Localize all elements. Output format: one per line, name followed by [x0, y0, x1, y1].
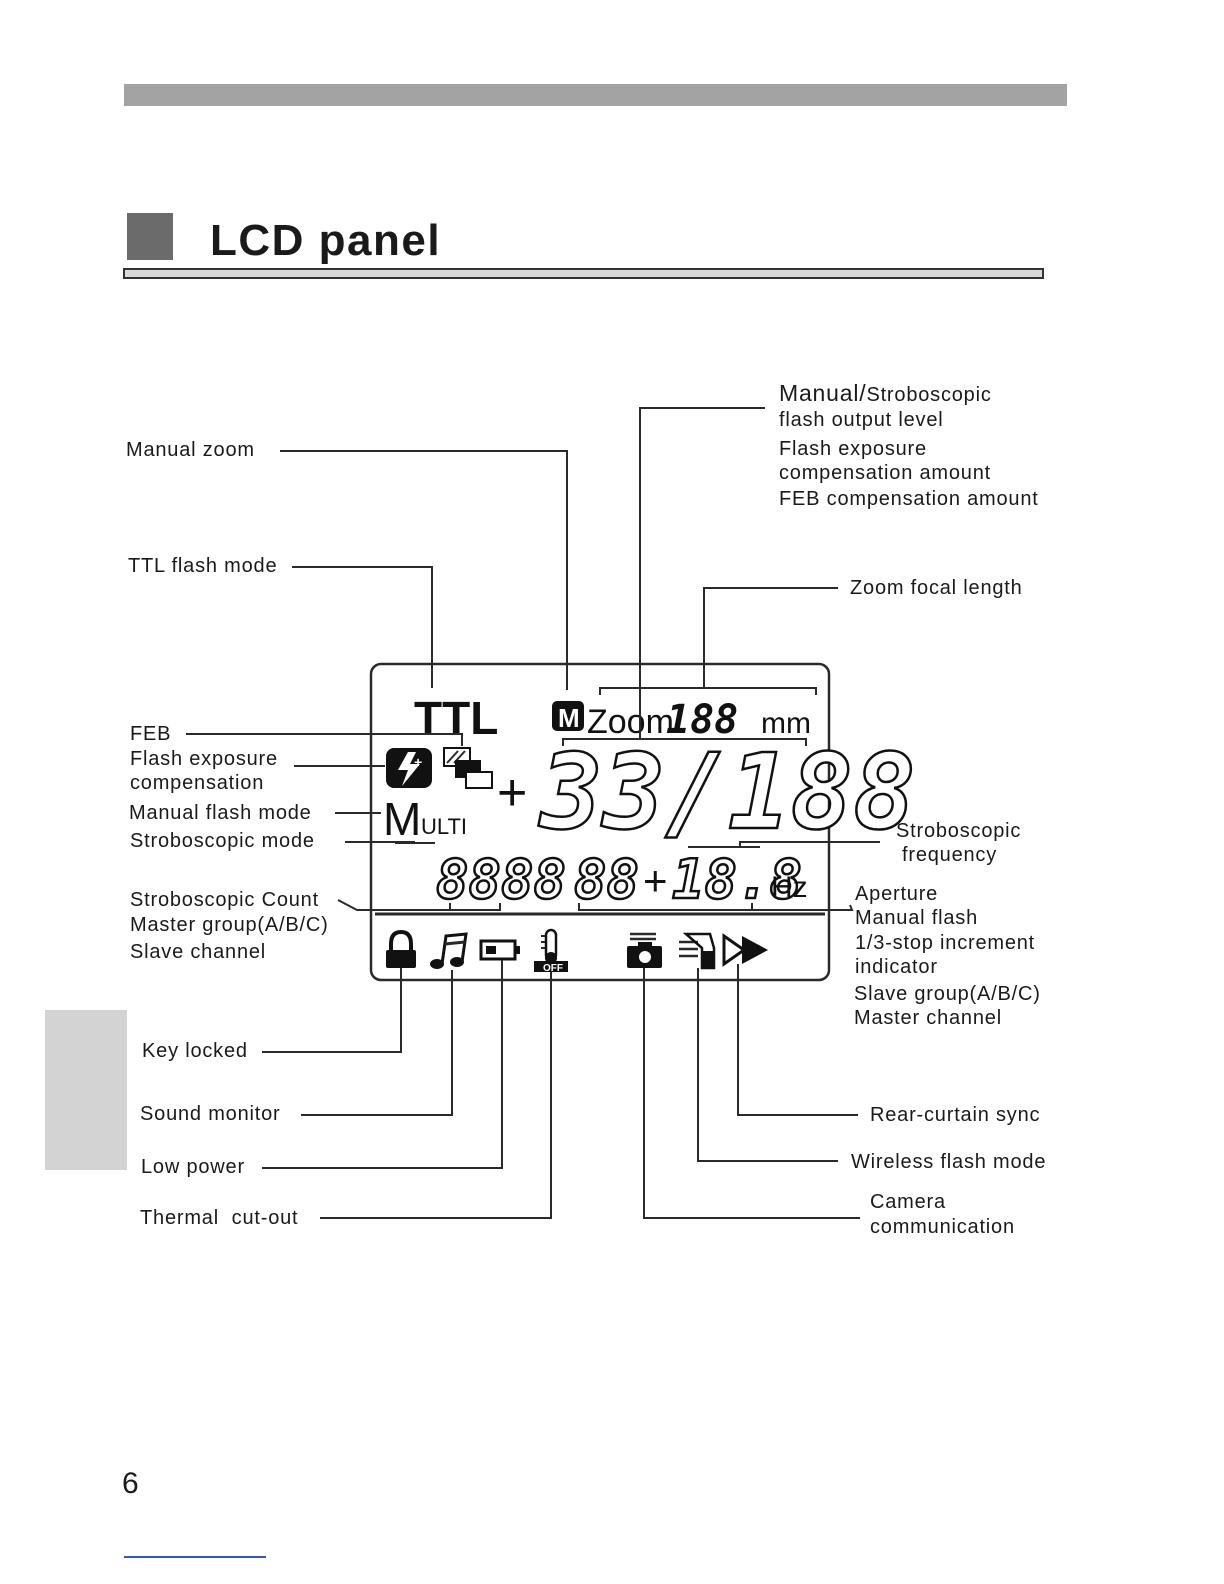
multi-small-letters: ULTI: [421, 814, 467, 839]
fec-icon-plus: +: [414, 754, 422, 770]
m-badge-letter: M: [558, 703, 580, 733]
leader-thermal: [320, 972, 552, 1219]
page-number: 6: [122, 1467, 139, 1500]
leader-rear-curtain: [737, 964, 858, 1116]
label-zoom-focal-length: Zoom focal length: [850, 577, 1023, 599]
leader-strobo-freq: [739, 841, 880, 847]
multi-big-letter: M: [383, 793, 421, 845]
label-fec-amount-2: compensation amount: [779, 462, 991, 484]
leader-camera: [643, 968, 860, 1219]
label-master-channel: Master channel: [854, 1007, 1002, 1029]
leader-ttl: [292, 566, 433, 688]
label-thermal-cutout: Thermal cut-out: [140, 1207, 299, 1229]
label-rear-curtain: Rear-curtain sync: [870, 1104, 1041, 1126]
zoom-text: Zoom: [587, 703, 674, 741]
off-tag-bg: [534, 961, 568, 972]
lock-icon-body: [386, 950, 416, 968]
label-master-group: Master group(A/B/C): [130, 914, 329, 936]
label-strobo-mode: Stroboscopic mode: [130, 830, 315, 852]
leader-strobo-count: [337, 899, 475, 911]
group-digits: 88: [574, 848, 639, 911]
label-feb: FEB: [130, 723, 172, 745]
count-digits: 8888: [436, 848, 566, 911]
lock-icon: [389, 929, 413, 950]
footer-rule: [124, 1556, 266, 1558]
leader-sound: [301, 970, 453, 1116]
label-aperture: Aperture: [855, 883, 939, 905]
aperture-digits: 18.8: [672, 848, 802, 911]
label-strobo-freq-1: Stroboscopic: [896, 820, 1022, 842]
label-third-stop-1: 1/3-stop increment: [855, 932, 1036, 954]
leader-feb: [186, 733, 463, 746]
main-plus: +: [497, 764, 527, 822]
off-tag-text: OFF: [543, 963, 563, 974]
leader-key-locked: [262, 968, 402, 1053]
main-output-digits: 33/188: [538, 731, 916, 853]
leader-low-power: [262, 960, 503, 1169]
section-marker: [127, 213, 173, 260]
leader-wireless: [697, 968, 838, 1162]
rear-curtain-icon: [722, 933, 747, 967]
label-fec-2: compensation: [130, 772, 265, 794]
zoom-bracket: [599, 687, 817, 695]
label-feb-amount: FEB compensation amount: [779, 488, 1039, 510]
small-plus: +: [643, 857, 668, 904]
zoom-digits: 188: [666, 697, 738, 743]
label-third-stop-2: indicator: [855, 956, 938, 978]
page-title: LCD panel: [210, 216, 442, 265]
label-slave-group: Slave group(A/B/C): [854, 983, 1041, 1005]
label-fec-amount-1: Flash exposure: [779, 438, 927, 460]
label-slave-channel: Slave channel: [130, 941, 267, 963]
label-camera-comm-2: communication: [870, 1216, 1015, 1238]
label-manual-output: Manual/Stroboscopic: [779, 380, 992, 406]
leader-zoom-focal: [703, 587, 838, 688]
label-camera-comm-1: Camera: [870, 1191, 946, 1213]
lcd-frame: [369, 662, 831, 982]
leader-strobo-mode: [345, 841, 415, 844]
m-badge-box: [552, 701, 584, 731]
zoom-unit: mm: [761, 707, 811, 740]
label-manual-output-2: flash output level: [779, 409, 944, 431]
side-tab: [45, 1010, 127, 1170]
label-strobo-freq-2: frequency: [902, 844, 998, 866]
label-ttl-flash-mode: TTL flash mode: [128, 555, 278, 577]
leader-manual-zoom: [280, 450, 568, 690]
label-fec-1: Flash exposure: [130, 748, 278, 770]
label-sound-monitor: Sound monitor: [140, 1103, 281, 1125]
title-rule: [123, 268, 1044, 279]
label-low-power: Low power: [141, 1156, 245, 1178]
fec-icon-bolt: [398, 752, 420, 786]
leader-aperture: [660, 904, 854, 911]
music-note-icon: [440, 932, 468, 965]
ttl-indicator: TTL: [414, 692, 498, 744]
label-wireless-flash: Wireless flash mode: [851, 1151, 1047, 1173]
feb-icon-front: [465, 771, 493, 789]
label-manual-zoom: Manual zoom: [126, 439, 255, 461]
label-strobo-count: Stroboscopic Count: [130, 889, 319, 911]
label-key-locked: Key locked: [142, 1040, 248, 1062]
main-digits-bracket: [562, 738, 807, 746]
leader-manual-output: [639, 407, 765, 738]
hz-unit: Hz: [771, 871, 808, 904]
label-manual-flash-mode: Manual flash mode: [129, 802, 312, 824]
header-bar: [124, 84, 1067, 106]
label-manual-flash: Manual flash: [855, 907, 978, 929]
